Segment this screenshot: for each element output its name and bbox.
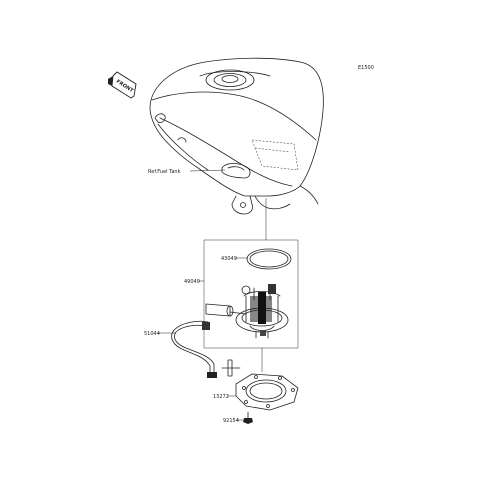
fuel-pump-assembly (205, 284, 289, 339)
label-43049: 43049 (221, 256, 237, 262)
filler-cap (205, 69, 255, 91)
fuel-tank (149, 57, 324, 215)
diagram-code: E1500 (358, 65, 374, 71)
fuel-hose-51044 (171, 320, 241, 378)
label-49040: 49040 (184, 279, 200, 285)
mounting-plate-13272 (235, 373, 299, 411)
label-ref-fuel-tank: Ref.Fuel Tank (148, 169, 181, 175)
pump-assembly-frame (203, 239, 299, 349)
gasket-43049 (246, 248, 292, 270)
label-92154: 92154 (223, 418, 239, 424)
bolt-92154 (243, 411, 253, 424)
label-51044: 51044 (144, 331, 160, 337)
label-13272: 13272 (213, 394, 229, 400)
front-arrow-icon: FRONT (108, 71, 137, 99)
